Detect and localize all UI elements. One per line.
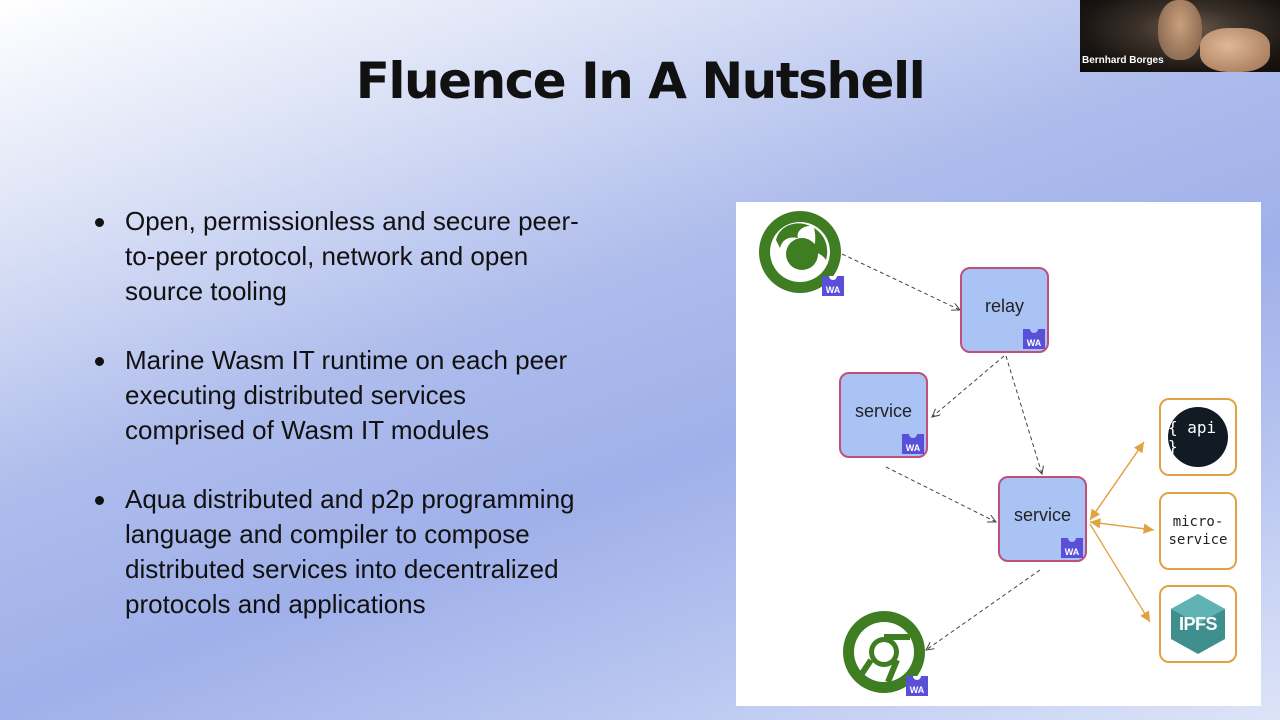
microservice-box: micro- service [1159,492,1237,570]
firefox-icon [759,211,841,293]
participant-video: Bernhard Borges [1080,0,1280,72]
participant-name: Bernhard Borges [1082,55,1164,66]
architecture-diagram: WA relay WA service WA service WA WA { a… [736,202,1261,706]
arrow-firefox-to-relay [841,253,960,310]
slide-title: Fluence In A Nutshell [355,52,926,110]
bullet-line: Open, permissionless and secure peer- [125,206,579,236]
microservice-label-line2: service [1168,532,1228,548]
wa-badge: WA [906,676,928,696]
service-node-2: service WA [998,476,1087,562]
participant-hand [1200,28,1270,72]
service-label: service [1013,504,1071,525]
microservice-label-line1: micro- [1172,514,1224,530]
service-node: service WA [839,372,928,458]
arrow-relay-to-service [932,355,1005,417]
participant-face [1158,0,1202,60]
chrome-browser: WA [842,610,928,696]
diagram-arrows [841,253,1155,706]
service-label: service [854,400,912,421]
wa-badge: WA [1061,538,1083,558]
firefox-browser: WA [758,210,844,296]
arrow-service-to-service2 [885,466,996,522]
bullet-line: Aqua distributed and p2p programming [125,484,575,514]
api-box: { api } [1159,398,1237,476]
bullet-line: source tooling [125,276,287,306]
ipfs-icon: IPFS [1170,593,1226,655]
bullet-line: protocols and applications [125,589,426,619]
bullet-item: Open, permissionless and secure peer- to… [92,204,692,309]
bullet-list: Open, permissionless and secure peer- to… [92,204,692,656]
ipfs-box: IPFS [1159,585,1237,663]
arrow-relay-to-service2 [1005,355,1042,474]
bullet-line: language and compiler to compose [125,519,530,549]
relay-label: relay [984,295,1024,316]
bullet-item: Marine Wasm IT runtime on each peer exec… [92,343,692,448]
wa-badge: WA [1023,329,1045,349]
bullet-line: comprised of Wasm IT modules [125,415,490,445]
wa-badge: WA [902,434,924,454]
bullet-line: Marine Wasm IT runtime on each peer [125,345,568,375]
bullet-line: distributed services into decentralized [125,554,559,584]
wa-badge: WA [822,276,844,296]
bullet-line: to-peer protocol, network and open [125,241,529,271]
relay-node: relay WA [960,267,1049,353]
arrow-service2-to-api [1089,441,1145,521]
ipfs-label: IPFS [1178,613,1218,634]
api-icon: { api } [1168,407,1228,467]
bullet-item: Aqua distributed and p2p programming lan… [92,482,692,622]
arrow-service2-to-ipfs [1089,523,1151,623]
chrome-icon [843,611,925,693]
bullet-line: executing distributed services [125,380,467,410]
arrow-service2-to-chrome [926,569,1041,650]
arrow-micro-to-service2 [1089,518,1155,531]
